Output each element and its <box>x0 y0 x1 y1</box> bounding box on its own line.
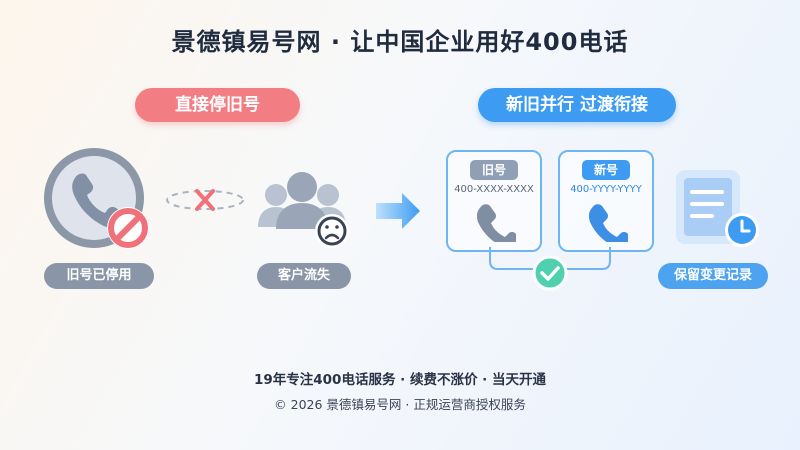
new-number-card: 新号 400-YYYY-YYYY <box>558 150 654 252</box>
change-record-icon <box>676 170 759 247</box>
old-number-tag: 旧号 <box>470 160 518 180</box>
phone-icon <box>588 204 628 242</box>
disabled-phone-icon <box>44 148 149 249</box>
sad-customers-icon <box>258 172 349 248</box>
customer-loss-label: 客户流失 <box>257 263 351 289</box>
service-slogan: 19年专注400电话服务 · 续费不涨价 · 当天开通 <box>253 372 547 388</box>
old-number-text: 400-XXXX-XXXX <box>454 184 534 195</box>
old-number-disabled-label: 旧号已停用 <box>44 263 154 289</box>
parallel-transition-heading: 新旧并行 过渡衔接 <box>478 88 676 122</box>
keep-change-record-label: 保留变更记录 <box>658 263 768 289</box>
arrow-right-icon <box>376 193 420 229</box>
new-number-text: 400-YYYY-YYYY <box>570 184 642 195</box>
connector-check-icon <box>489 247 611 291</box>
old-number-card: 旧号 400-XXXX-XXXX <box>446 150 542 252</box>
copyright-text: © 2026 景德镇易号网 · 正规运营商授权服务 <box>274 397 526 412</box>
page-title: 景德镇易号网 · 让中国企业用好400电话 <box>171 28 629 56</box>
phone-icon <box>476 204 516 242</box>
stop-old-number-heading: 直接停旧号 <box>135 88 300 122</box>
broken-link-icon <box>166 189 244 211</box>
new-number-tag: 新号 <box>582 160 630 180</box>
